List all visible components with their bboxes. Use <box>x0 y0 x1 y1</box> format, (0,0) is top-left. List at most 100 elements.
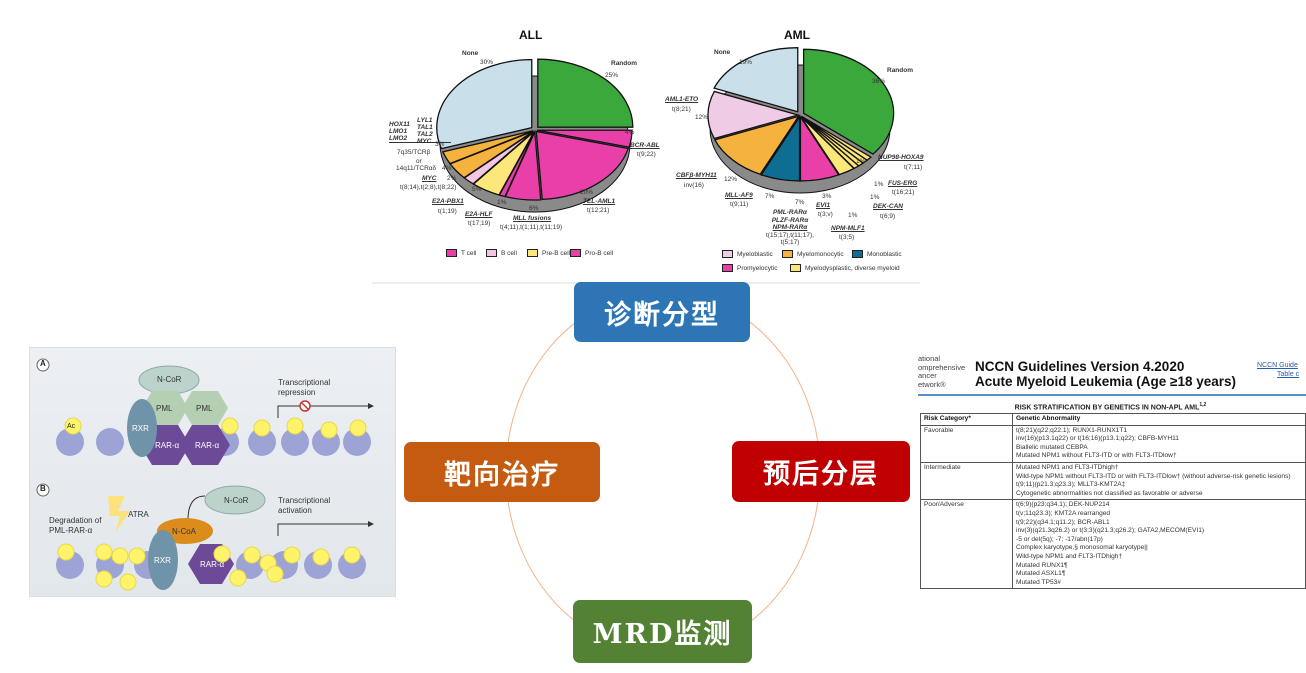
aml-legend-myelodysplastic: Myelodysplastic, diverse myeloid <box>790 264 900 272</box>
rara-label-1: RAR-α <box>155 441 180 450</box>
all-slice-none <box>436 58 533 150</box>
aml-legend-myelomonocytic: Myelomonocytic <box>782 250 844 258</box>
all-pct-14q11: 4% <box>442 165 452 172</box>
aml-slice-none <box>713 47 799 113</box>
all-pct-e2a-hlf: 1% <box>497 199 507 206</box>
aml-label-random: Random <box>887 67 913 74</box>
all-label-myc: MYC <box>422 175 437 182</box>
gene-lmo1: LMO1 <box>389 128 408 135</box>
all-label-mll: MLL fusions <box>513 215 552 222</box>
table-header-row: Risk Category* Genetic Abnormality <box>920 413 1306 426</box>
ac-label: Ac <box>67 423 76 430</box>
genetic-abnormality: Complex karyotype,§ monosomal karyotype|… <box>1016 544 1148 552</box>
aml-sub-npm-mlf1: t(3;5) <box>839 234 855 241</box>
all-legend-t-cell: T cell <box>446 249 476 257</box>
acetyl-stars <box>57 417 367 591</box>
aml-pct-nup98: 1% <box>856 158 866 165</box>
genetic-abnormality: t(6;9)(p23;q34.1); DEK-NUP214 <box>1016 501 1110 509</box>
all-pct-7q35: 3% <box>435 141 445 148</box>
gene-myc: MYC <box>417 138 432 145</box>
aml-label-mll-af9: MLL-AF9 <box>725 192 753 199</box>
pml-label-2: PML <box>196 404 213 413</box>
risk-category: Favorable <box>920 424 1013 463</box>
genetic-abnormality: Cytogenetic abnormalities not classified… <box>1016 489 1203 497</box>
ncoa-label: N-CoA <box>172 527 197 536</box>
all-label-7q35: 7q35/TCRβ <box>397 149 431 156</box>
genetic-abnormality: Wild-type NPM1 and FLT3-ITDhigh† <box>1016 552 1123 560</box>
all-pct-e2a-pbx1: 5% <box>472 186 482 193</box>
all-legend-pre-b: Pre-B cell <box>527 249 570 257</box>
all-sub-bcr-abl: t(9;22) <box>637 151 656 158</box>
all-pct-myc: 2% <box>447 175 457 182</box>
aml-title: AML <box>784 28 810 42</box>
lightning-icon <box>108 496 130 533</box>
aml-pct-none: 19% <box>739 59 753 66</box>
all-label-random: Random <box>611 60 637 67</box>
all-label-bcr-abl: BCR-ABL <box>630 142 660 149</box>
risk-category: Poor/Adverse <box>920 499 1013 590</box>
mrd-monitoring-box[interactable]: MRD监测 <box>573 600 752 663</box>
genetic-abnormality: Biallelic mutated CEBPA <box>1016 443 1088 451</box>
all-slice-tel-aml1 <box>535 130 630 201</box>
genetic-abnormality: t(9;22)(q34.1;q11.2); BCR-ABL1 <box>1016 518 1110 526</box>
aml-label-npm-mlf1: NPM-MLF1 <box>831 225 865 232</box>
atra-mechanism-figure: A B N-CoR PML PML RXR RAR-α RAR-α Transc… <box>29 347 396 597</box>
rxr-shape-b <box>148 530 178 590</box>
all-pct-mll: 6% <box>529 205 539 212</box>
all-slice-random <box>537 58 634 128</box>
genetic-abnormality: inv(16)(p13.1q22) or t(16;16)(p13.1;q22)… <box>1016 435 1179 443</box>
panel-a-label: A <box>40 359 46 368</box>
aml-legend-monoblastic: Monoblastic <box>852 250 902 258</box>
aml-label-nup98: NUP98-HOXA9 <box>878 154 924 161</box>
all-sub-mll: t(4;11),t(1;11),t(11;19) <box>500 224 563 231</box>
rara-hex-2 <box>180 425 230 465</box>
genetic-abnormality: Wild-type NPM1 without FLT3-ITD or with … <box>1016 472 1291 480</box>
all-sub-e2a-hlf: t(17;19) <box>468 220 491 227</box>
aml-slice-mll-af9 <box>760 114 801 182</box>
diagnosis-typing-box[interactable]: 诊断分型 <box>574 282 750 342</box>
label-npm-rara: NPM-RARα <box>772 224 808 231</box>
genetic-abnormality: Mutated RUNX1¶ <box>1016 561 1068 569</box>
all-label-e2a-hlf: E2A-HLF <box>465 211 493 218</box>
gene-lyl1: LYL1 <box>417 117 433 124</box>
release-arrow <box>187 495 206 521</box>
nccn-title-disease: Acute Myeloid Leukemia (Age ≥18 years) <box>975 374 1237 389</box>
genetic-abnormality: inv(3)(q21.3q26.2) or t(3;3)(q21.3;q26.2… <box>1016 527 1205 535</box>
aml-pct-aml1-eto: 12% <box>695 114 709 121</box>
aml-pct-mll-af9: 7% <box>765 193 775 200</box>
all-title: ALL <box>519 28 543 42</box>
table-of-contents-link[interactable]: Table c <box>1277 371 1300 378</box>
nccn-guidelines-link[interactable]: NCCN Guide <box>1257 362 1298 369</box>
all-sub-e2a-pbx1: t(1;19) <box>438 208 457 215</box>
all-label-e2a-pbx1: E2A-PBX1 <box>432 198 464 205</box>
gene-tal2: TAL2 <box>417 131 433 138</box>
genetic-abnormality: Mutated NPM1 and FLT3-ITDhigh† <box>1016 463 1119 471</box>
aml-slice-random <box>802 48 895 155</box>
sub-rara: t(15;17),t(11;17), <box>766 231 814 239</box>
genetic-abnormality: Mutated ASXL1¶ <box>1016 570 1066 578</box>
prognosis-stratification-box[interactable]: 预后分层 <box>732 441 910 502</box>
targeted-therapy-box[interactable]: 靶向治疗 <box>404 442 600 502</box>
aml-sub-nup98: t(7;11) <box>904 164 923 171</box>
rxr-shape-a <box>127 399 157 457</box>
all-sub-myc: t(8;14),t(2;8),t(8;22) <box>400 184 457 191</box>
genetic-abnormality: Mutated NPM1 without FLT3-ITD or with FL… <box>1016 452 1177 460</box>
genetic-abnormality-list: Mutated NPM1 and FLT3-ITDhigh†Wild-type … <box>1012 461 1306 501</box>
aml-pct-fus-erg: 1% <box>874 181 884 188</box>
all-tcell-genes-left: HOX11 LMO1 LMO2 <box>389 121 410 142</box>
ncor-label-b: N-CoR <box>224 496 249 505</box>
ncor-shape-b <box>204 485 266 515</box>
aml-label-fus-erg: FUS-ERG <box>888 180 918 187</box>
repression-arrow <box>277 405 368 418</box>
all-sub-or: or <box>416 158 422 165</box>
aml-pct-npm-mlf1: 1% <box>848 212 858 219</box>
genetic-abnormality: t(8;21)(q22;q22.1); RUNX1-RUNX1T1 <box>1016 426 1128 434</box>
aml-sub-fus-erg: t(16;21) <box>892 189 915 196</box>
aml-label-cbfb: CBFβ-MYH11 <box>676 172 717 179</box>
aml-sub-evi1: t(3;v) <box>818 211 833 218</box>
